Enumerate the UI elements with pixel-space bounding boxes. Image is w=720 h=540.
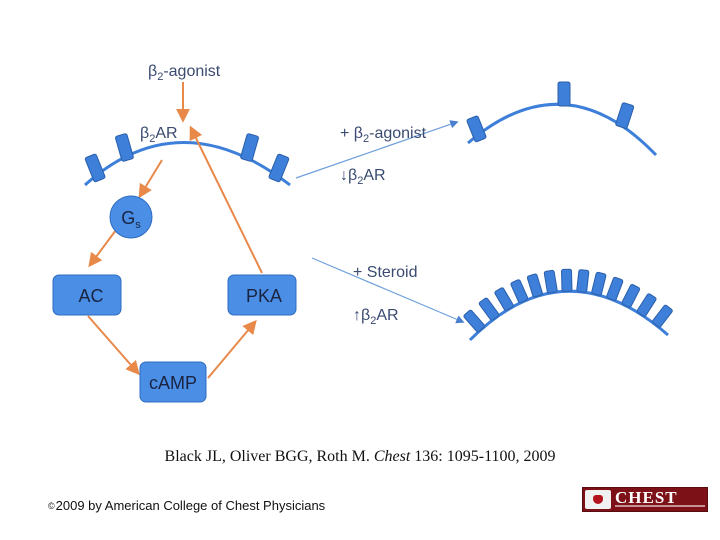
receptor [268,153,290,183]
receptor [576,269,590,293]
citation-authors: Black JL, Oliver BGG, Roth M. [164,448,370,465]
lower-arrow-label: + Steroid [353,264,417,281]
receptor [615,102,635,129]
receptor [510,279,529,304]
lower-right-membrane [463,268,673,342]
receptor [557,81,571,107]
receptor [84,153,106,183]
camp-node [139,361,207,403]
copyright-symbol: © [48,501,55,511]
camp-to-pka-arrow [207,319,257,379]
ac-label: AC [78,286,103,306]
receptor [478,297,500,321]
receptor [526,273,543,298]
pka-node [227,274,297,316]
receptor-to-gs-arrow [138,159,163,199]
chest-logo: CHEST [582,487,708,512]
receptor [463,309,485,333]
receptor [621,284,641,308]
logo-tagline [615,505,705,507]
receptor [466,115,487,143]
agonist-treatment-arrow [295,120,459,179]
ac-to-camp-arrow [87,315,140,376]
pathway-nodes: Gs AC PKA cAMP [52,195,297,403]
ac-node [52,274,122,316]
gs-to-ac-arrow [88,229,117,268]
receptor [115,133,134,162]
upper-arrow-label: + β2-agonist [340,125,427,145]
left-membrane [84,133,291,187]
pka-to-receptor-arrow [189,125,263,274]
copyright-text: 2009 by American College of Chest Physic… [55,498,326,513]
steroid-treatment-arrow [311,257,465,324]
citation: Black JL, Oliver BGG, Roth M. Chest 136:… [0,448,720,466]
agonist-label: β2-agonist [148,63,221,83]
treatment-arrows [295,120,465,324]
citation-details: 136: 1095-1100, 2009 [414,448,556,465]
receptor [494,287,514,311]
upper-right-membrane [466,81,658,157]
receptor [543,269,558,294]
upper-result-label: ↓β2AR [340,167,386,187]
receptor [240,133,259,162]
receptor [561,268,573,292]
receptor [606,276,624,301]
citation-journal: Chest [373,448,411,465]
lower-result-label: ↑β2AR [353,307,399,327]
pka-label: PKA [246,286,282,306]
receptor [636,293,657,317]
receptor [591,271,607,296]
signaling-arrows [87,82,263,379]
lungs-icon [585,490,611,509]
logo-wordmark: CHEST [615,488,678,507]
camp-label: cAMP [149,373,197,393]
copyright-notice: ©2009 by American College of Chest Physi… [48,498,325,513]
gs-node [109,195,153,239]
receptor [652,304,673,328]
